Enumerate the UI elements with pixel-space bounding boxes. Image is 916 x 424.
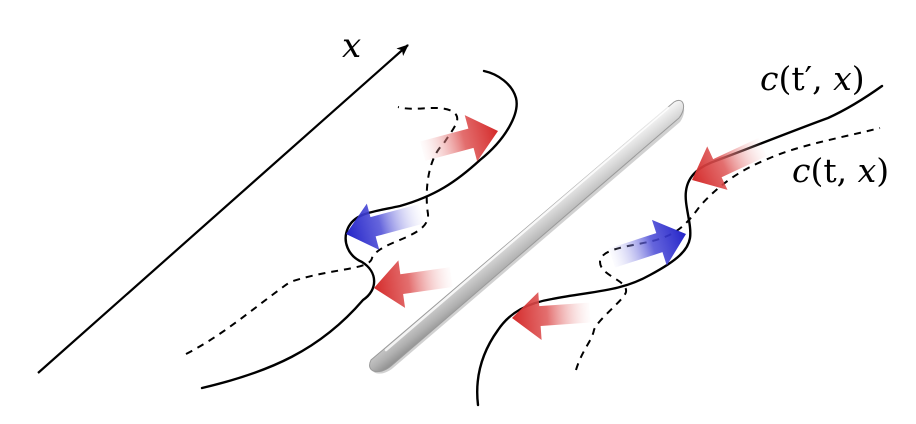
right-red-arrow-lower: [510, 288, 592, 342]
x-axis-line: [37, 44, 409, 374]
x-axis: x: [37, 26, 409, 374]
left-branch: [185, 69, 518, 390]
rod-highlight: [384, 106, 670, 352]
rod-body: [369, 100, 685, 373]
right-branch: [476, 84, 884, 407]
left-red-arrow-upper: [416, 107, 505, 175]
central-rod: [369, 100, 685, 374]
left-dashed-curve: [185, 106, 459, 355]
right-blue-arrow: [604, 211, 694, 281]
dashed-curve-label: c(t, x): [792, 151, 889, 190]
solid-curve-label: c(t′, x): [760, 59, 865, 98]
right-solid-curve: [476, 84, 884, 407]
x-axis-label: x: [342, 26, 361, 66]
